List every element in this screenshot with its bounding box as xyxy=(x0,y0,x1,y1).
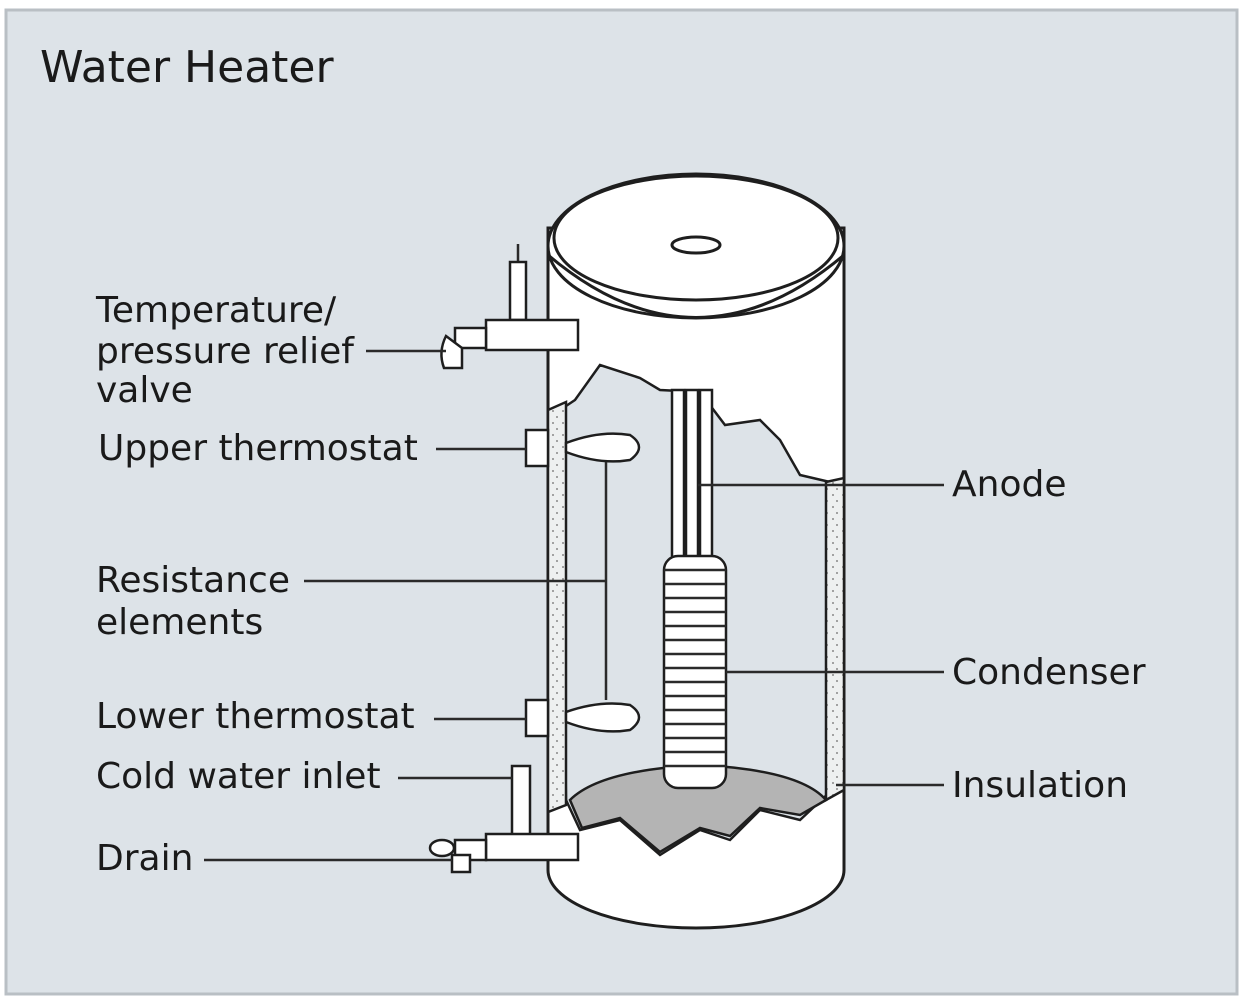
upper-thermostat-box xyxy=(524,428,550,468)
label-lower-thermostat: Lower thermostat xyxy=(96,696,415,737)
label-resistance-line1: Resistance xyxy=(96,560,290,601)
label-drain: Drain xyxy=(96,838,193,879)
label-cold-water-inlet: Cold water inlet xyxy=(96,756,381,797)
lower-thermostat-box xyxy=(524,698,550,738)
lower-element xyxy=(564,702,641,733)
label-condenser: Condenser xyxy=(952,652,1146,693)
label-relief-valve-line2: pressure relief xyxy=(96,331,355,372)
diagram-title: Water Heater xyxy=(40,42,334,93)
cold-water-inlet-pipe xyxy=(484,764,580,862)
lid-port xyxy=(670,235,722,255)
label-resistance-line2: elements xyxy=(96,602,263,643)
label-relief-valve-line3: valve xyxy=(96,370,193,411)
label-insulation: Insulation xyxy=(952,765,1128,806)
tank-lid-rim xyxy=(552,174,840,302)
insulation-left xyxy=(546,400,568,814)
relief-valve xyxy=(440,244,580,370)
anode-rod xyxy=(670,388,714,572)
insulation-right xyxy=(824,476,846,803)
lid-band xyxy=(547,253,845,319)
drain-valve xyxy=(428,838,488,874)
label-anode: Anode xyxy=(952,464,1066,505)
upper-element xyxy=(564,432,641,463)
condenser-coil xyxy=(662,554,728,790)
water-pool xyxy=(568,763,828,854)
label-relief-valve-line1: Temperature/ xyxy=(95,290,337,331)
label-upper-thermostat: Upper thermostat xyxy=(98,428,418,469)
